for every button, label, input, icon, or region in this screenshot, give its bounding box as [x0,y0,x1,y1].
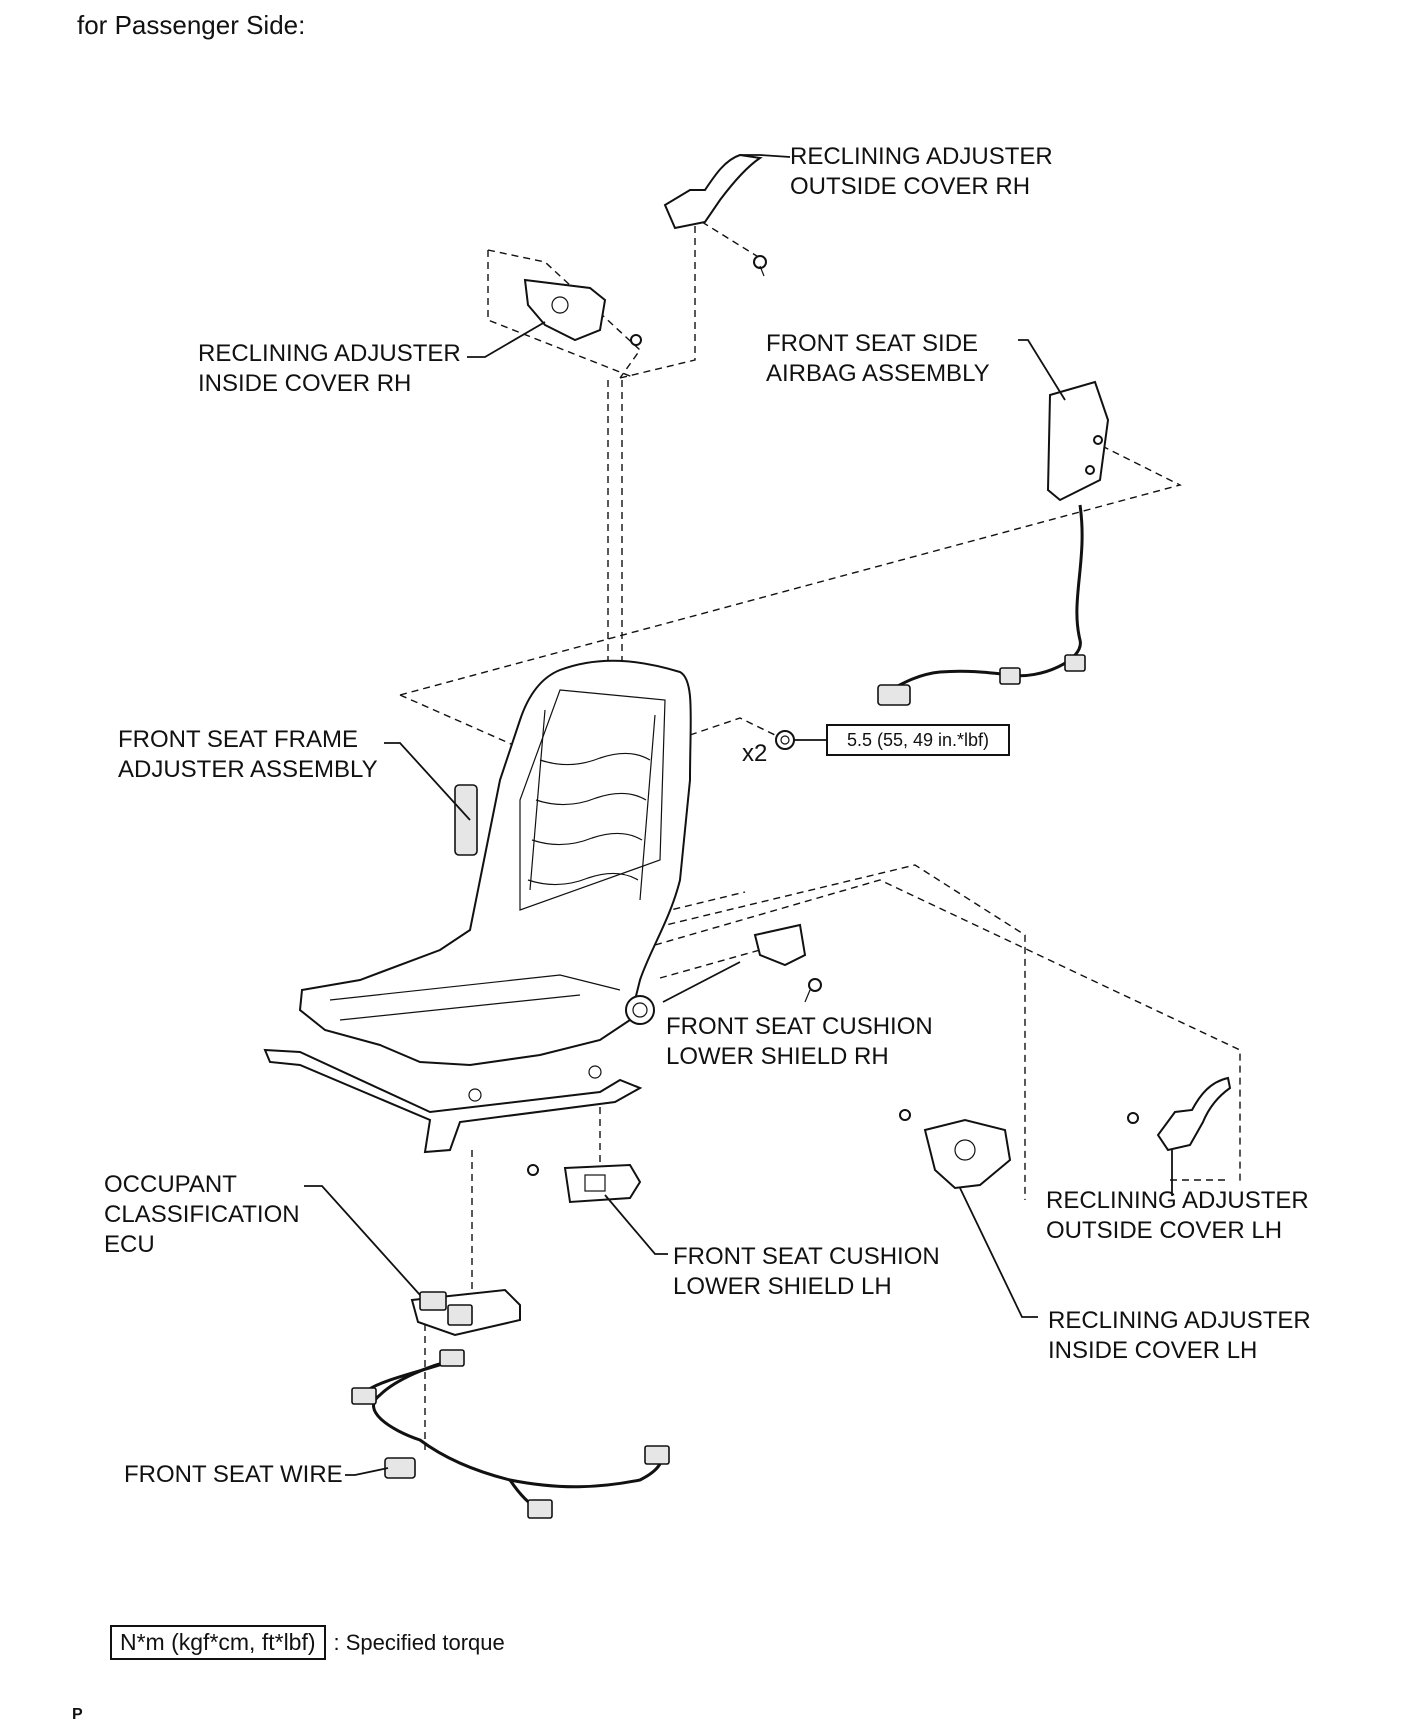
torque-spec-box: 5.5 (55, 49 in.*lbf) [826,724,1010,756]
legend-text: : Specified torque [333,1629,505,1655]
front-seat-cushion-lower-shield-rh-part [753,923,822,1003]
front-seat-side-airbag-part [877,380,1110,706]
label-reclining-adjuster-outside-cover-lh: RECLINING ADJUSTER OUTSIDE COVER LH [1046,1187,1309,1244]
label-reclining-adjuster-inside-cover-rh: RECLINING ADJUSTER INSIDE COVER RH [198,340,461,397]
occupant-classification-ecu-part [410,1288,521,1337]
label-front-seat-wire: FRONT SEAT WIRE [124,1461,343,1488]
front-seat-frame-part [263,659,692,1154]
front-seat-wire-part [351,1349,670,1519]
reclining-adjuster-inside-cover-lh-part [899,1109,1012,1190]
label-reclining-adjuster-outside-cover-rh: RECLINING ADJUSTER OUTSIDE COVER RH [790,143,1053,200]
label-front-seat-cushion-lower-shield-rh: FRONT SEAT CUSHION LOWER SHIELD RH [666,1013,933,1070]
label-front-seat-side-airbag: FRONT SEAT SIDE AIRBAG ASSEMBLY [766,330,990,387]
label-front-seat-cushion-lower-shield-lh: FRONT SEAT CUSHION LOWER SHIELD LH [673,1243,940,1300]
label-occupant-classification-ecu: OCCUPANT CLASSIFICATION ECU [104,1171,300,1258]
reclining-adjuster-outside-cover-lh-part [1127,1076,1232,1152]
reclining-adjuster-inside-cover-rh-part [523,278,642,346]
torque-legend: N*m (kgf*cm, ft*lbf) : Specified torque [110,1625,505,1660]
page-heading: for Passenger Side: [77,10,306,40]
label-reclining-adjuster-inside-cover-lh: RECLINING ADJUSTER INSIDE COVER LH [1048,1307,1311,1364]
legend-unit-box: N*m (kgf*cm, ft*lbf) [110,1625,326,1660]
nut-icon [775,730,826,750]
quantity-label: x2 [742,740,768,767]
corner-mark: P [72,1706,83,1723]
front-seat-cushion-lower-shield-lh-part [527,1163,642,1204]
leader-lines [304,154,1173,1476]
reclining-adjuster-outside-cover-rh-part [663,153,767,277]
label-front-seat-frame-adjuster: FRONT SEAT FRAME ADJUSTER ASSEMBLY [118,726,378,783]
